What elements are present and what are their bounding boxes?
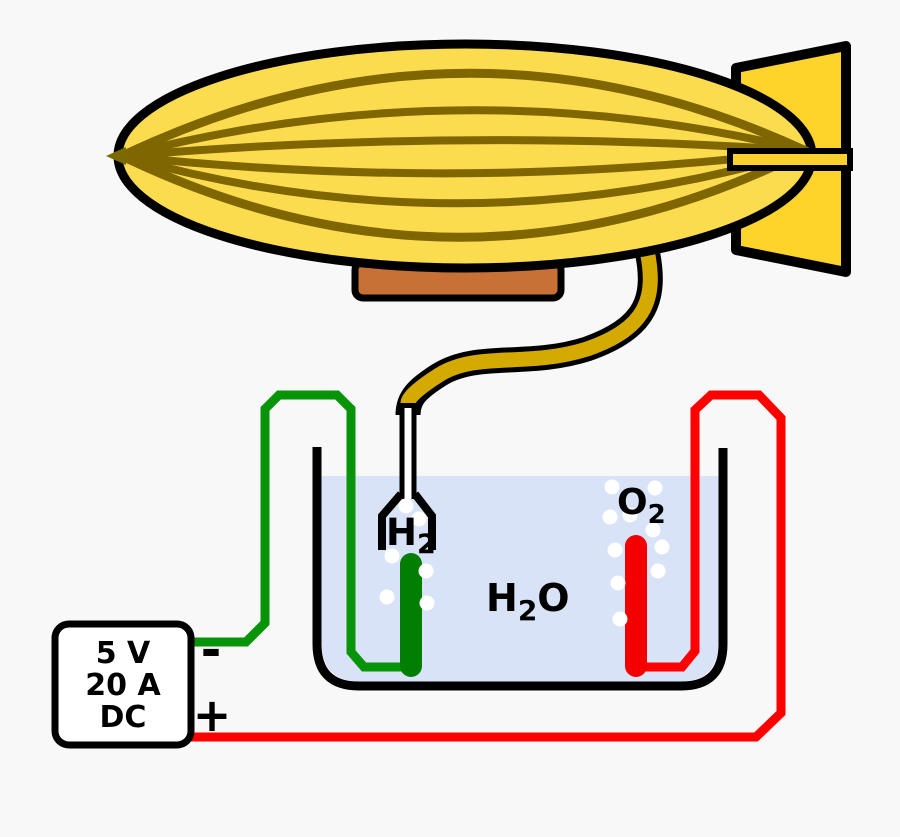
oxygen-label: O2	[617, 482, 666, 530]
bubble	[612, 611, 628, 627]
bubble	[384, 548, 400, 564]
power-supply-current: 20 A	[85, 668, 161, 703]
bubble	[418, 563, 434, 579]
bubble	[645, 522, 661, 538]
bubble	[398, 498, 414, 514]
bubble	[607, 542, 623, 558]
hydrogen-label: H2	[386, 511, 436, 560]
hydrogen-subscript: 2	[417, 529, 436, 560]
bubble	[654, 539, 670, 555]
hydrogen-symbol: H	[386, 511, 417, 554]
gas-hose	[400, 244, 658, 405]
beaker	[312, 447, 728, 691]
bubble	[419, 595, 435, 611]
gas-bubbles	[379, 479, 670, 627]
airship-stripe	[117, 146, 811, 242]
airship-stripe	[117, 68, 811, 161]
water-label: H2O	[486, 576, 570, 627]
bubble	[610, 575, 626, 591]
airship-stripe	[118, 136, 810, 160]
bubble	[647, 480, 663, 496]
airship-stripes	[117, 68, 811, 242]
collection-funnel-right-wall	[411, 491, 436, 550]
nose-tip	[106, 147, 126, 165]
airship-stripe	[118, 106, 810, 160]
water-o-symbol: O	[537, 576, 569, 620]
negative-terminal-label: -	[201, 621, 222, 679]
power-supply-voltage: 5 V	[96, 636, 151, 671]
positive-terminal-label: +	[193, 688, 232, 742]
oxygen-symbol: O	[617, 482, 648, 523]
power-supply-box	[51, 620, 195, 749]
bubble	[379, 589, 395, 605]
airship-stripe	[118, 147, 810, 208]
oxygen-subscript: 2	[648, 500, 666, 530]
water-subscript: 2	[518, 594, 537, 627]
airship-stripe	[118, 147, 810, 178]
bubble	[650, 563, 666, 579]
bubble	[622, 507, 638, 523]
bubble	[604, 479, 620, 495]
collection-funnel-left-wall	[378, 491, 405, 550]
water-h-symbol: H	[486, 576, 518, 620]
power-supply-type: DC	[100, 700, 147, 735]
negative-wire	[188, 390, 402, 672]
positive-wire	[188, 390, 786, 742]
bubble	[411, 511, 427, 527]
elevator-bar	[727, 148, 853, 171]
bubble	[602, 509, 618, 525]
